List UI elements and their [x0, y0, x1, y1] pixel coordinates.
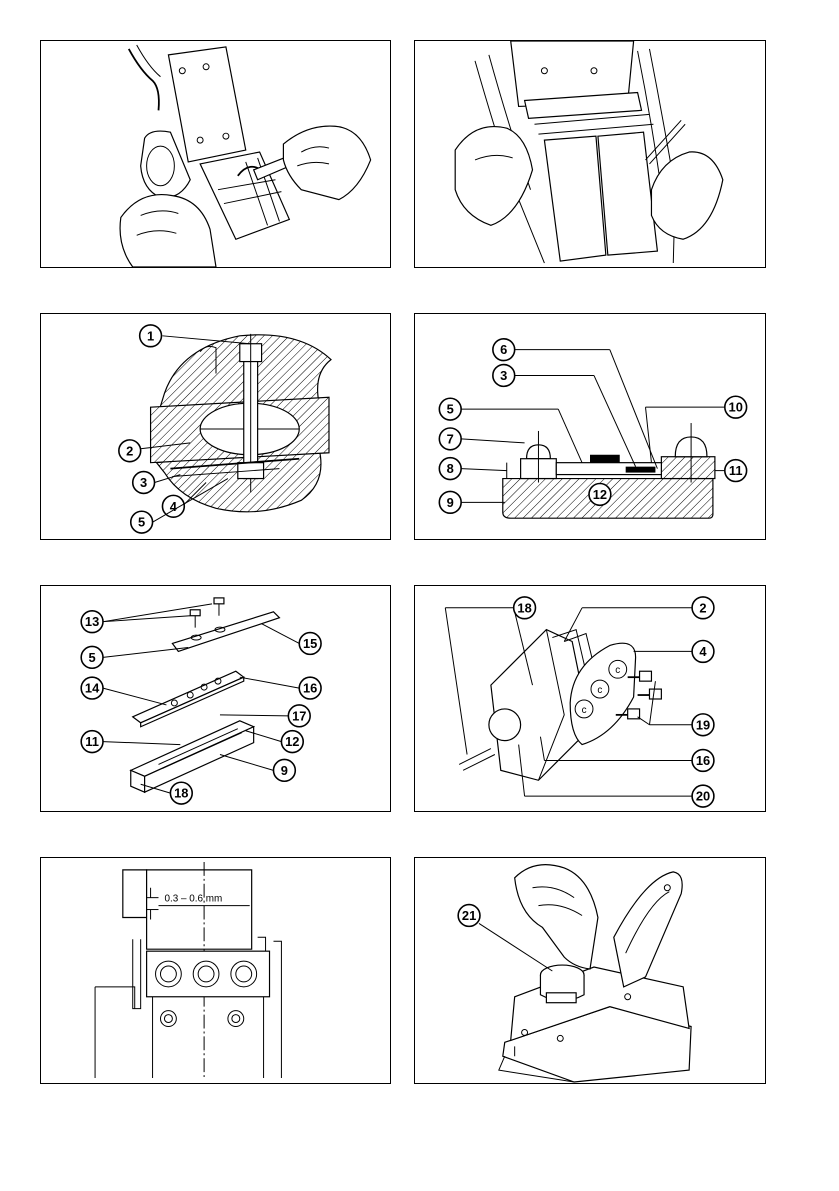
svg-text:18: 18	[174, 786, 188, 801]
svg-text:11: 11	[729, 463, 743, 478]
figure-4-panel: 6 3 10 5 7 8 11 9 12	[414, 313, 766, 540]
figure-3-illustration: 1 2 3 4 5	[41, 314, 390, 539]
callout-14: 14	[81, 677, 166, 705]
figure-1-illustration	[41, 41, 390, 267]
svg-text:11: 11	[85, 734, 99, 749]
figure-7-illustration: 0.3 – 0.6 mm	[41, 858, 390, 1083]
svg-text:9: 9	[447, 495, 454, 510]
callout-5: 5	[81, 646, 188, 668]
svg-text:12: 12	[593, 487, 607, 502]
svg-text:19: 19	[696, 717, 710, 732]
figure-2-illustration	[415, 41, 765, 267]
callout-12: 12	[246, 731, 303, 753]
c-screw-2-label: c	[597, 685, 602, 696]
figure-1-panel	[40, 40, 391, 268]
callout-11: 11	[715, 460, 747, 482]
svg-text:1: 1	[147, 328, 154, 343]
callout-12: 12	[589, 483, 611, 505]
callout-15: 15	[262, 624, 321, 655]
callout-9: 9	[439, 491, 504, 513]
svg-text:9: 9	[281, 763, 288, 778]
callout-5: 5	[439, 398, 582, 462]
svg-text:15: 15	[303, 636, 317, 651]
callout-7: 7	[439, 428, 524, 450]
svg-text:7: 7	[447, 431, 454, 446]
svg-text:3: 3	[140, 475, 147, 490]
svg-text:14: 14	[85, 681, 100, 696]
svg-text:8: 8	[447, 461, 454, 476]
svg-text:16: 16	[696, 753, 710, 768]
callout-11: 11	[81, 731, 180, 753]
dimension-label: 0.3 – 0.6 mm	[164, 894, 222, 905]
svg-text:5: 5	[447, 402, 454, 417]
figure-7-panel: 0.3 – 0.6 mm	[40, 857, 391, 1084]
svg-text:4: 4	[699, 644, 707, 659]
callout-9: 9	[220, 755, 295, 782]
svg-text:5: 5	[138, 515, 145, 530]
callout-16: 16	[240, 677, 321, 699]
svg-text:6: 6	[500, 342, 507, 357]
svg-text:3: 3	[500, 368, 507, 383]
callout-6: 6	[493, 339, 658, 469]
callout-8: 8	[439, 458, 506, 480]
svg-text:20: 20	[696, 789, 710, 804]
callout-4: 4	[634, 641, 714, 663]
figure-6-panel: c c c 18 2 4 19 16	[414, 585, 766, 812]
callout-13: 13	[81, 604, 212, 633]
svg-text:18: 18	[517, 600, 531, 615]
svg-text:2: 2	[126, 443, 133, 458]
figure-5-illustration: 13 15 5 14 16 17 11 12	[41, 586, 390, 811]
svg-text:16: 16	[303, 681, 317, 696]
figure-2-panel	[414, 40, 766, 268]
c-screw-3-label: c	[615, 665, 620, 676]
svg-text:12: 12	[285, 734, 299, 749]
svg-text:21: 21	[462, 908, 476, 923]
callout-3: 3	[493, 365, 636, 467]
svg-text:13: 13	[85, 614, 99, 629]
c-screw-1-label: c	[582, 705, 587, 716]
figure-8-panel: 21	[414, 857, 766, 1084]
figure-4-illustration: 6 3 10 5 7 8 11 9 12	[415, 314, 765, 539]
figure-6-illustration: c c c 18 2 4 19 16	[415, 586, 765, 811]
svg-text:10: 10	[729, 400, 743, 415]
figure-8-illustration: 21	[415, 858, 765, 1083]
svg-text:5: 5	[89, 650, 96, 665]
svg-text:2: 2	[699, 600, 706, 615]
figure-5-panel: 13 15 5 14 16 17 11 12	[40, 585, 391, 812]
figure-3-panel: 1 2 3 4 5	[40, 313, 391, 540]
svg-text:17: 17	[292, 708, 306, 723]
